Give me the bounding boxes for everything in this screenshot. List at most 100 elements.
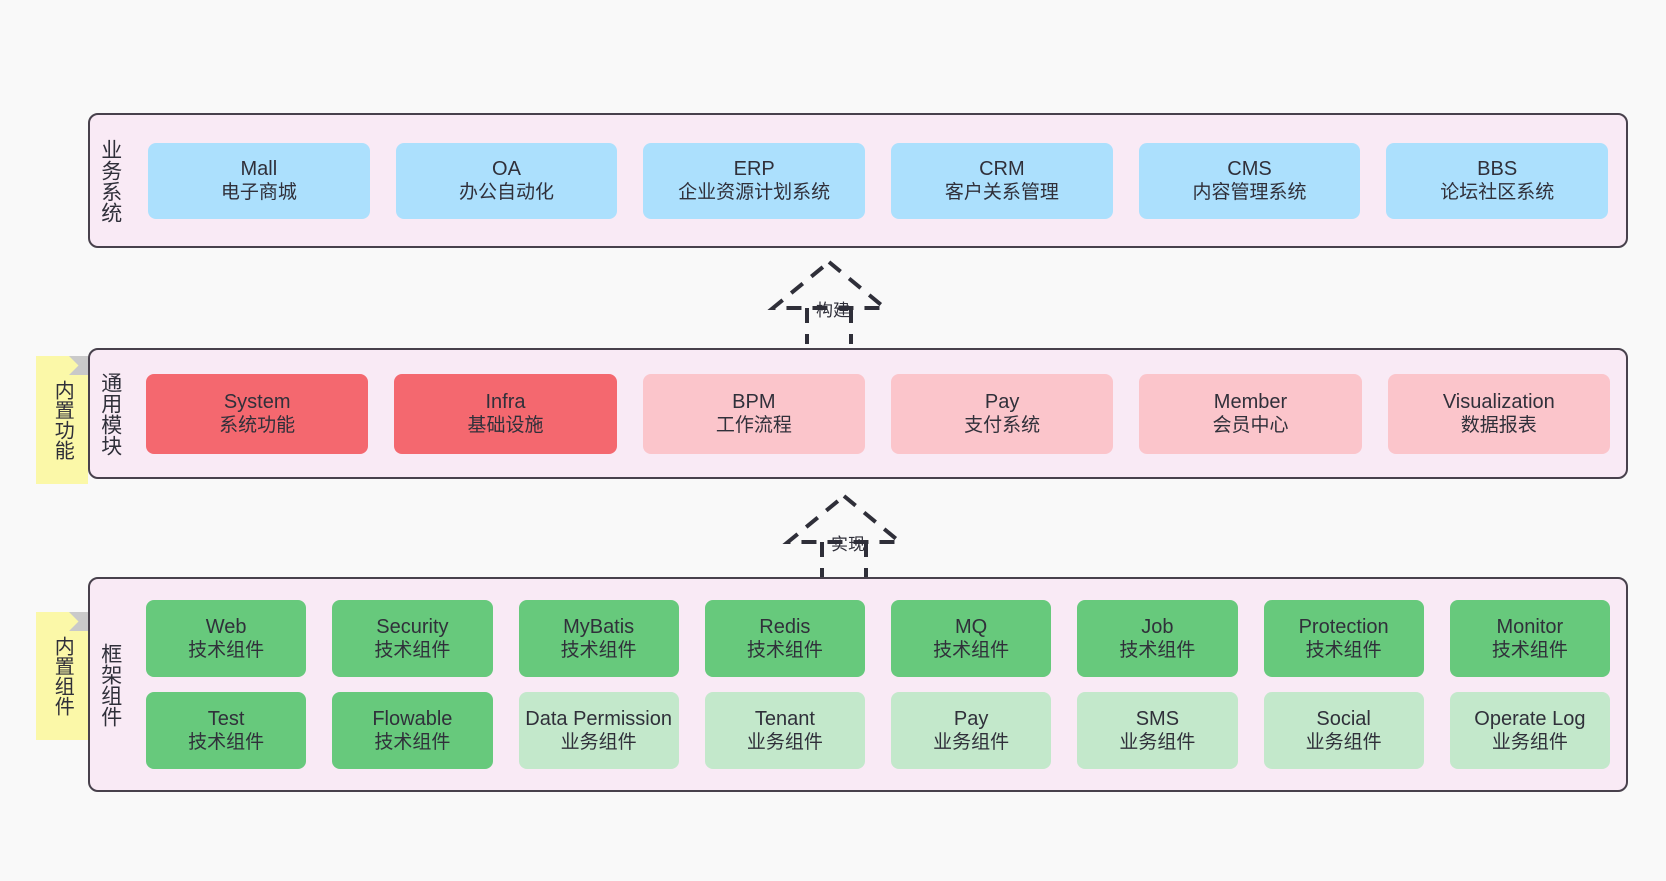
layer-common-modules: 通用模块 System 系统功能 Infra 基础设施 BPM 工作流程 Pay… [88,348,1628,479]
connector-build-arrow: 构建 [754,258,904,344]
node-redis[interactable]: Redis 技术组件 [704,600,865,677]
layer-body-framework: Web 技术组件 Security 技术组件 MyBatis 技术组件 Redi… [130,579,1626,790]
node-title: System [223,390,291,413]
layer-body-common: System 系统功能 Infra 基础设施 BPM 工作流程 Pay 支付系统… [130,350,1626,477]
node-subtitle: 技术组件 [1491,640,1568,662]
node-visualization[interactable]: Visualization 数据报表 [1387,373,1610,454]
node-subtitle: 系统功能 [219,415,296,437]
node-erp[interactable]: ERP 企业资源计划系统 [643,142,866,219]
node-subtitle: 内容管理系统 [1192,182,1307,204]
layer-row: Web 技术组件 Security 技术组件 MyBatis 技术组件 Redi… [146,600,1610,677]
arrow-head-triangle [782,493,906,544]
node-title: Flowable [372,707,453,730]
node-bbs[interactable]: BBS 论坛社区系统 [1386,142,1609,219]
node-subtitle: 业务组件 [746,732,823,754]
node-subtitle: 基础设施 [467,415,544,437]
node-title: Member [1213,390,1288,413]
note-builtin-features: 内置功能 [36,356,88,484]
node-operate-log[interactable]: Operate Log 业务组件 [1449,692,1610,769]
layer-framework-components: 框架组件 Web 技术组件 Security 技术组件 MyBatis 技术组件… [88,577,1628,792]
arrow-shaft [805,308,853,344]
node-bpm[interactable]: BPM 工作流程 [642,373,865,454]
layer-title-common: 通用模块 [98,371,122,456]
node-title: BBS [1477,157,1518,180]
node-subtitle: 技术组件 [1119,640,1196,662]
node-cms[interactable]: CMS 内容管理系统 [1138,142,1361,219]
layer-business-systems: 业务系统 Mall 电子商城 OA 办公自动化 ERP 企业资源计划系统 CRM… [88,113,1628,248]
connector-implement-arrow: 实现 [769,492,919,578]
node-mybatis[interactable]: MyBatis 技术组件 [518,600,679,677]
layer-row: Test 技术组件 Flowable 技术组件 Data Permission … [146,692,1610,769]
node-subtitle: 企业资源计划系统 [678,182,831,204]
node-security[interactable]: Security 技术组件 [332,600,493,677]
node-flowable[interactable]: Flowable 技术组件 [332,692,493,769]
node-title: Redis [759,615,811,638]
node-system[interactable]: System 系统功能 [146,373,369,454]
node-title: Data Permission [525,707,672,730]
node-subtitle: 技术组件 [188,732,265,754]
node-title: Protection [1298,615,1389,638]
node-title: BPM [732,390,776,413]
node-subtitle: 论坛社区系统 [1440,182,1555,204]
node-title: Mall [240,157,278,180]
node-data-permission[interactable]: Data Permission 业务组件 [518,692,679,769]
node-mall[interactable]: Mall 电子商城 [148,142,370,219]
note-label: 内置组件 [51,636,74,716]
layer-row: System 系统功能 Infra 基础设施 BPM 工作流程 Pay 支付系统… [146,373,1610,454]
node-tenant[interactable]: Tenant 业务组件 [704,692,865,769]
node-title: MQ [955,615,988,638]
node-title: Tenant [754,707,815,730]
arrow-head-triangle [767,259,891,310]
node-title: Pay [984,390,1020,413]
node-title: Pay [953,707,989,730]
node-title: Visualization [1442,390,1555,413]
node-subtitle: 技术组件 [374,640,451,662]
node-oa[interactable]: OA 办公自动化 [395,142,618,219]
node-test[interactable]: Test 技术组件 [146,692,307,769]
node-subtitle: 业务组件 [933,732,1010,754]
node-subtitle: 技术组件 [188,640,265,662]
node-title: ERP [733,157,775,180]
node-member[interactable]: Member 会员中心 [1139,373,1362,454]
node-subtitle: 业务组件 [1119,732,1196,754]
node-pay-module[interactable]: Pay 支付系统 [890,373,1114,454]
node-title: Test [207,707,245,730]
node-job[interactable]: Job 技术组件 [1077,600,1238,677]
layer-body-business: Mall 电子商城 OA 办公自动化 ERP 企业资源计划系统 CRM 客户关系… [130,115,1626,246]
node-title: OA [492,157,521,180]
node-title: Operate Log [1474,707,1586,730]
node-subtitle: 办公自动化 [459,182,555,204]
node-mq[interactable]: MQ 技术组件 [891,600,1052,677]
layer-title-framework: 框架组件 [98,642,122,727]
note-fold-corner [69,612,88,631]
node-title: Social [1316,707,1371,730]
note-builtin-components: 内置组件 [36,612,88,740]
node-subtitle: 数据报表 [1460,415,1537,437]
node-subtitle: 业务组件 [560,732,637,754]
node-subtitle: 支付系统 [964,415,1041,437]
connector-label-implement: 实现 [831,535,865,554]
node-title: CRM [979,157,1025,180]
node-pay-component[interactable]: Pay 业务组件 [891,692,1052,769]
node-infra[interactable]: Infra 基础设施 [394,373,617,454]
node-subtitle: 技术组件 [933,640,1010,662]
layer-row: Mall 电子商城 OA 办公自动化 ERP 企业资源计划系统 CRM 客户关系… [148,142,1609,219]
node-title: CMS [1227,157,1272,180]
node-subtitle: 工作流程 [715,415,792,437]
node-title: Job [1141,615,1174,638]
node-social[interactable]: Social 业务组件 [1263,692,1424,769]
node-monitor[interactable]: Monitor 技术组件 [1449,600,1610,677]
node-protection[interactable]: Protection 技术组件 [1263,600,1424,677]
node-subtitle: 技术组件 [560,640,637,662]
layer-title-business: 业务系统 [98,138,122,223]
note-label: 内置功能 [51,380,74,460]
node-crm[interactable]: CRM 客户关系管理 [891,142,1113,219]
node-sms[interactable]: SMS 业务组件 [1077,692,1238,769]
connector-label-build: 构建 [816,301,850,320]
node-subtitle: 电子商城 [220,182,297,204]
node-title: MyBatis [563,615,635,638]
node-title: Security [376,615,449,638]
node-web[interactable]: Web 技术组件 [146,600,307,677]
arrow-shaft [820,542,868,578]
